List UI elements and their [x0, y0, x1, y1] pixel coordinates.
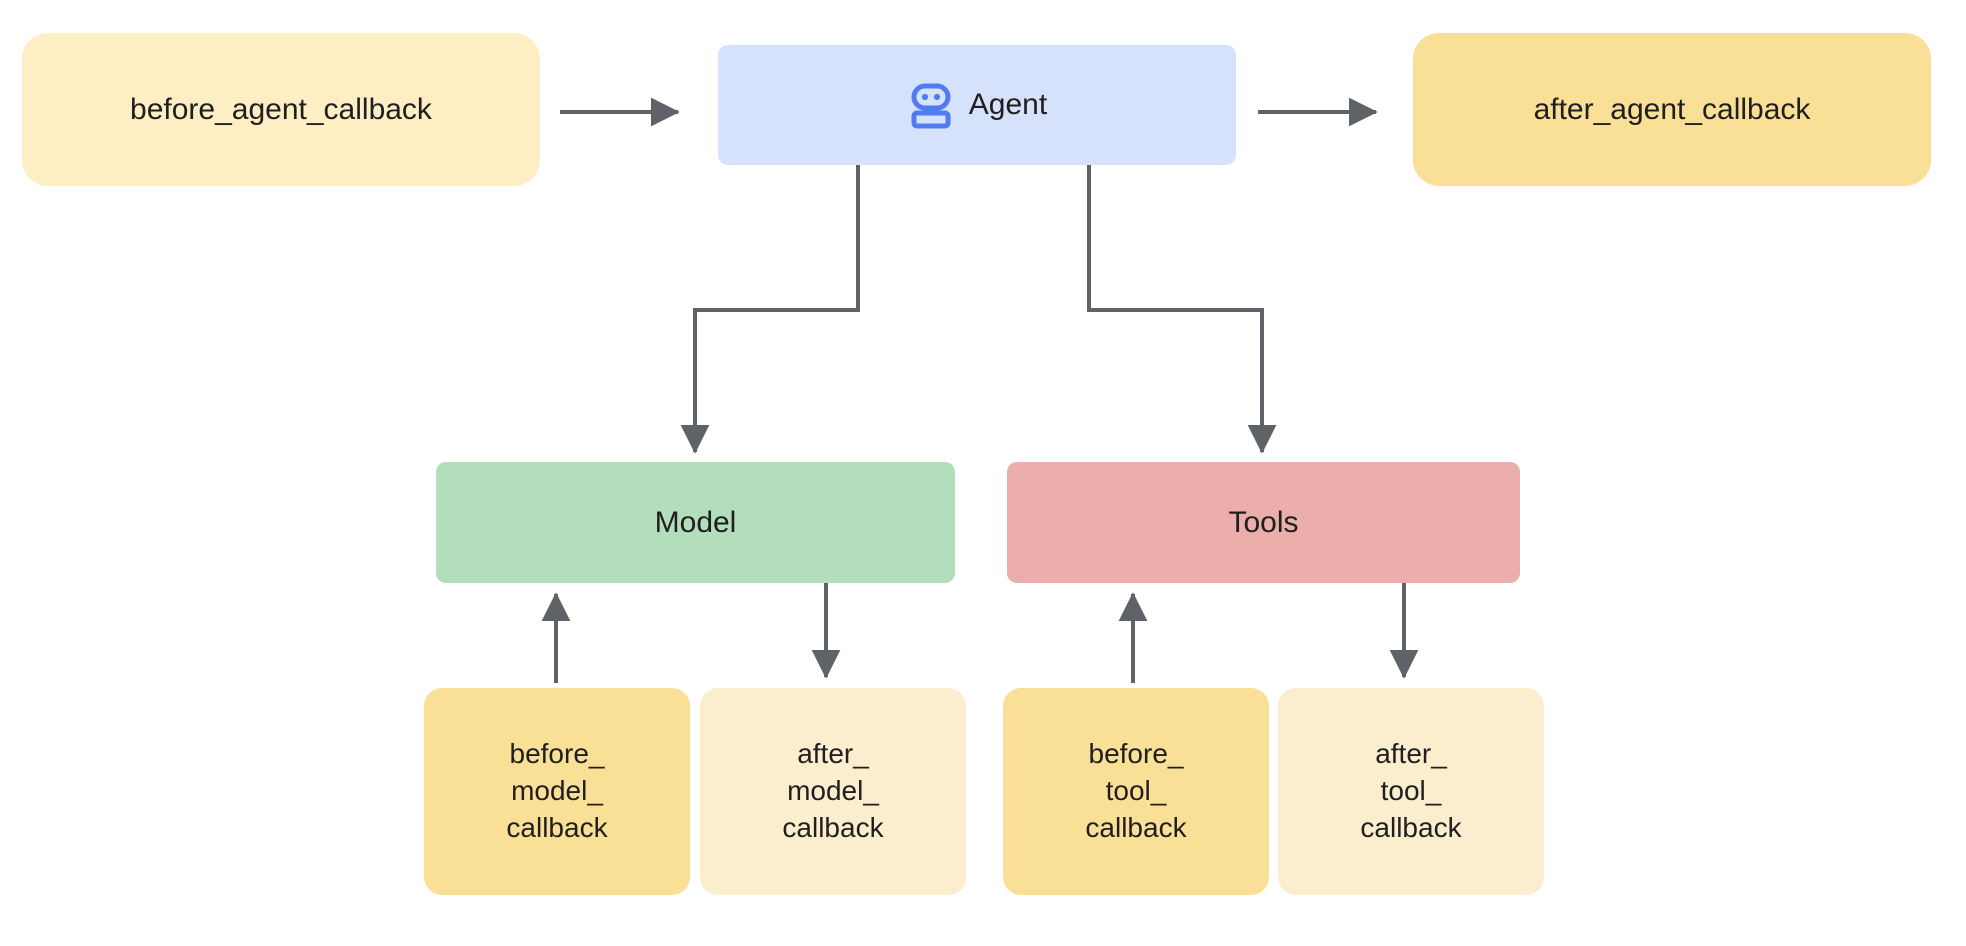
node-before-tool-callback[interactable]: before_ tool_ callback	[1003, 688, 1269, 895]
node-after-agent-callback-label: after_agent_callback	[1533, 92, 1811, 126]
edge-agent-to-model	[680, 165, 860, 454]
node-tools-label: Tools	[1228, 505, 1299, 539]
node-model[interactable]: Model	[436, 462, 955, 583]
node-model-label: Model	[654, 505, 737, 539]
edge-agent-to-tools	[1087, 165, 1277, 454]
robot-icon	[911, 83, 951, 129]
node-after-tool-callback[interactable]: after_ tool_ callback	[1278, 688, 1544, 895]
agent-content: Agent	[907, 81, 1047, 129]
node-before-model-callback[interactable]: before_ model_ callback	[424, 688, 690, 895]
node-before-agent-callback-label: before_agent_callback	[130, 92, 432, 126]
node-after-agent-callback[interactable]: after_agent_callback	[1413, 33, 1931, 186]
node-after-tool-callback-label: after_ tool_ callback	[1360, 738, 1462, 843]
node-agent-label: Agent	[968, 88, 1048, 122]
node-after-model-callback[interactable]: after_ model_ callback	[700, 688, 966, 895]
node-agent[interactable]: Agent	[718, 45, 1236, 165]
node-before-agent-callback[interactable]: before_agent_callback	[22, 33, 540, 186]
node-tools[interactable]: Tools	[1007, 462, 1520, 583]
node-after-model-callback-label: after_ model_ callback	[782, 738, 884, 843]
node-before-tool-callback-label: before_ tool_ callback	[1085, 738, 1187, 843]
node-before-model-callback-label: before_ model_ callback	[506, 738, 608, 843]
